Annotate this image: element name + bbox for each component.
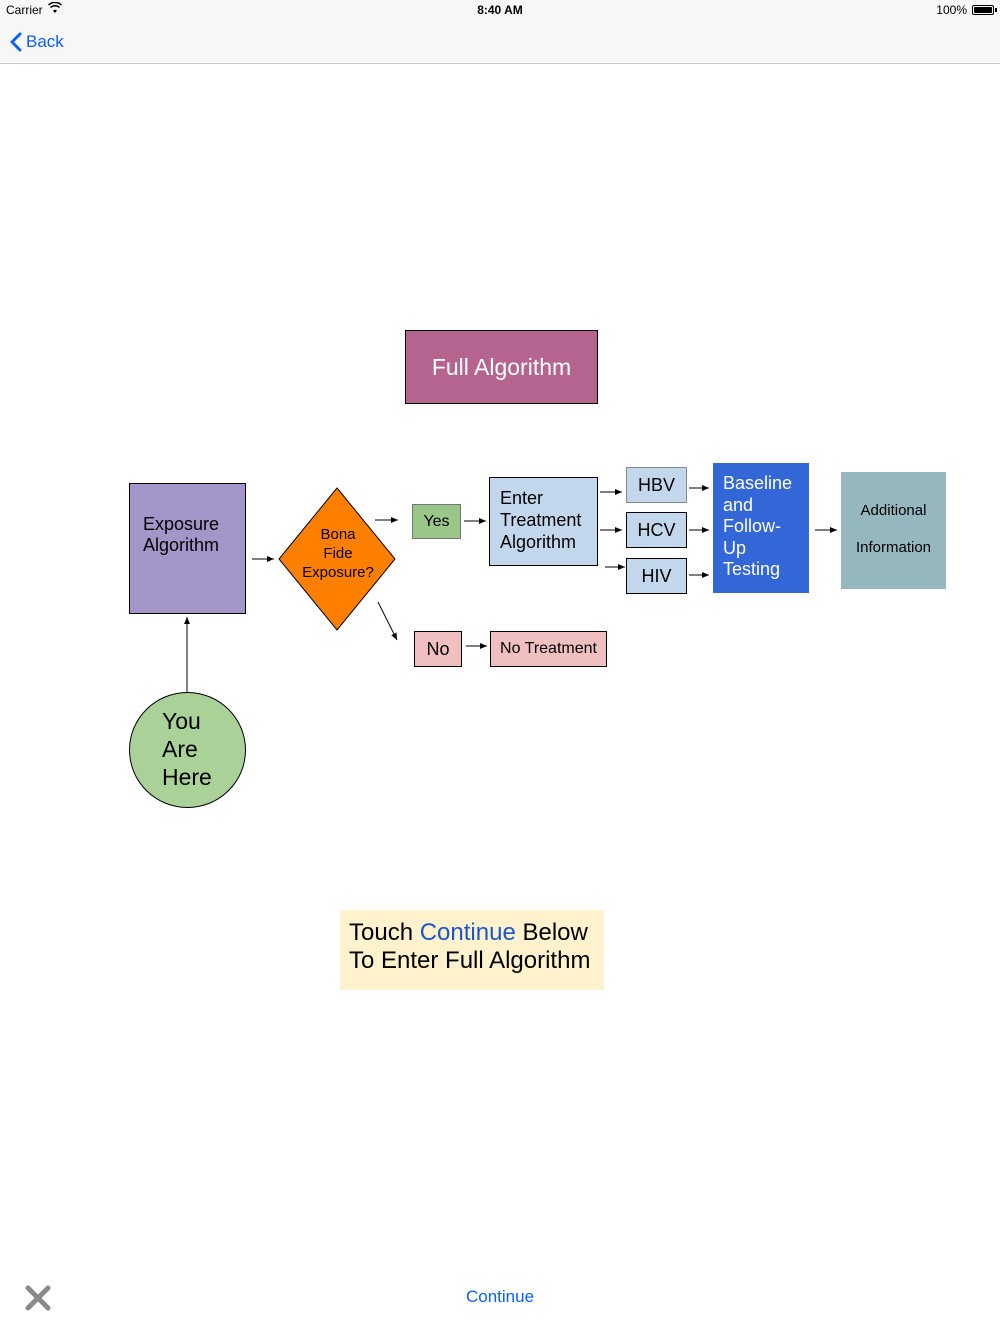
battery-icon	[972, 5, 994, 15]
baseline-testing-box: Baseline and Follow- Up Testing	[713, 463, 809, 593]
exposure-algorithm-box: Exposure Algorithm	[129, 483, 246, 614]
battery-percent: 100%	[936, 3, 967, 17]
instruction-line-1: Touch Continue Below	[349, 919, 604, 947]
arrow-decision-to-no	[377, 601, 398, 641]
baseline-line-1: Baseline	[723, 473, 793, 493]
no-box: No	[414, 631, 462, 667]
back-label: Back	[26, 32, 64, 51]
back-button[interactable]: Back	[10, 30, 64, 54]
baseline-line-5: Testing	[723, 559, 781, 579]
hiv-box: HIV	[626, 558, 687, 594]
treatment-line-1: Enter	[500, 488, 544, 508]
instruction-line-2: To Enter Full Algorithm	[349, 947, 591, 974]
additional-line-1: Additional	[860, 502, 927, 519]
decision-line-3: Exposure?	[302, 564, 374, 581]
instruction-accent: Continue	[419, 919, 516, 946]
navigation-bar: Back	[0, 22, 1000, 64]
full-algorithm-button[interactable]: Full Algorithm	[405, 330, 598, 404]
additional-line-2: Information	[855, 539, 932, 556]
exposure-line-1: Exposure	[143, 514, 220, 534]
baseline-line-4: Up	[723, 537, 747, 558]
status-bar: Carrier 8:40 AM 100%	[0, 0, 1000, 22]
continue-button[interactable]: Continue	[465, 1287, 535, 1306]
you-are-here-line-2: Are	[162, 736, 198, 762]
treatment-line-2: Treatment	[500, 510, 582, 530]
decision-line-1: Bona	[320, 526, 356, 543]
instruction-pre: Touch	[349, 919, 420, 946]
continue-bar: Continue	[0, 1287, 1000, 1307]
hcv-box: HCV	[626, 512, 687, 548]
wifi-icon	[47, 1, 63, 17]
instruction-post: Below	[515, 919, 588, 946]
you-are-here-line-3: Here	[162, 764, 212, 790]
no-treatment-box: No Treatment	[490, 631, 607, 667]
you-are-here-line-1: You	[162, 708, 201, 734]
exposure-line-2: Algorithm	[143, 535, 220, 555]
additional-information-box: Additional Information	[841, 472, 946, 589]
chevron-left-icon	[10, 32, 22, 52]
hbv-box: HBV	[626, 467, 687, 503]
carrier-label: Carrier	[6, 3, 43, 17]
treatment-line-3: Algorithm	[500, 532, 577, 552]
enter-treatment-box: Enter Treatment Algorithm	[489, 477, 598, 566]
clock: 8:40 AM	[477, 3, 523, 17]
yes-box: Yes	[412, 504, 461, 539]
decision-line-2: Fide	[323, 545, 353, 562]
baseline-line-3: Follow-	[723, 516, 782, 536]
decision-label: Bona Fide Exposure?	[290, 525, 386, 582]
close-icon[interactable]	[24, 1284, 52, 1312]
baseline-line-2: and	[723, 494, 754, 515]
battery-cap	[995, 8, 997, 12]
you-are-here-marker: You Are Here	[129, 692, 246, 808]
decision-diamond	[278, 487, 396, 631]
instruction-callout: Touch Continue Below To Enter Full Algor…	[340, 910, 604, 990]
